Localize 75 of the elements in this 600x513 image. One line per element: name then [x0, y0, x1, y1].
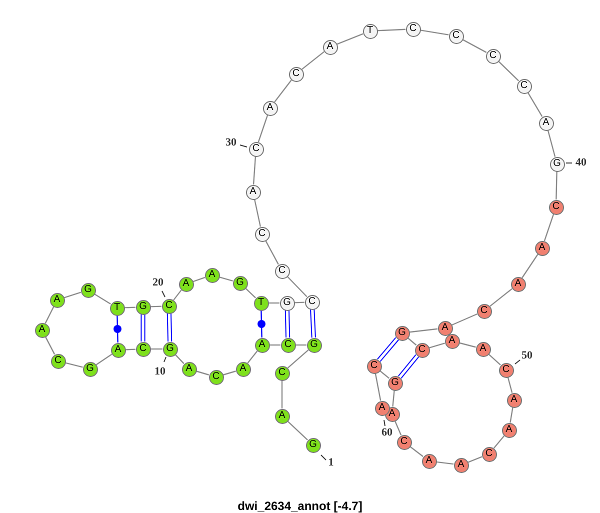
- backbone-line: [287, 349, 309, 369]
- backbone-line: [296, 344, 306, 346]
- backbone-line: [247, 350, 258, 364]
- backbone-line: [556, 171, 558, 200]
- backbone-line: [150, 348, 162, 350]
- backbone-line: [44, 336, 56, 355]
- backbone-line: [302, 51, 324, 70]
- backbone-line: [258, 114, 268, 142]
- backbone-line: [468, 456, 482, 463]
- backbone-line: [252, 156, 256, 185]
- backbone-line: [462, 39, 487, 53]
- base-pair-line: [258, 310, 266, 338]
- backbone-line: [173, 290, 182, 300]
- base-pair-line: [310, 308, 316, 338]
- backbone-line: [392, 390, 395, 407]
- backbone-line: [174, 354, 184, 364]
- backbone-line: [150, 306, 162, 308]
- position-number: 50: [522, 350, 532, 362]
- backbone-line: [452, 313, 478, 326]
- backbone-line: [459, 342, 476, 348]
- base-pair-line: [398, 354, 420, 379]
- base-pair-line: [284, 310, 290, 338]
- backbone-line: [219, 276, 233, 282]
- backbone-line: [410, 446, 424, 457]
- backbone-line: [96, 354, 112, 366]
- backbone-line: [94, 293, 111, 305]
- backbone-line: [286, 276, 308, 298]
- position-number: 30: [226, 138, 236, 148]
- backbone-line: [377, 28, 406, 32]
- backbone-line: [407, 337, 417, 346]
- backbone-line: [547, 130, 556, 157]
- position-number: 20: [152, 278, 164, 288]
- position-number: 60: [382, 428, 392, 438]
- position-number: 40: [576, 158, 586, 168]
- backbone-line: [124, 306, 136, 308]
- position-number: 1: [328, 458, 334, 468]
- backbone-line: [488, 354, 501, 366]
- backbone-line: [64, 292, 82, 298]
- backbone-line: [281, 380, 283, 408]
- backbone-line: [196, 370, 209, 376]
- backbone-line: [493, 435, 505, 449]
- backbone-line: [507, 377, 513, 393]
- backbone-line: [379, 370, 390, 379]
- base-pair-line: [166, 312, 172, 342]
- backbone-line: [394, 420, 402, 436]
- diagram-title: dwi_2634_annot [-4.7]: [238, 498, 362, 513]
- backbone-line: [294, 302, 305, 304]
- backbone-line: [125, 348, 136, 350]
- base-pair-line: [140, 314, 146, 342]
- backbone-line: [287, 420, 308, 440]
- backbone-line: [527, 92, 543, 117]
- backbone-line: [254, 199, 262, 227]
- backbone-line: [409, 328, 438, 333]
- backbone-line: [429, 342, 445, 348]
- backbone-line: [522, 254, 538, 278]
- backbone-line: [65, 362, 83, 368]
- backbone-line: [498, 60, 520, 82]
- backbone-line: [374, 373, 382, 401]
- backbone-line: [270, 344, 280, 346]
- backbone-line: [268, 302, 280, 304]
- base-pair-line: [114, 315, 122, 343]
- backbone-line: [44, 306, 54, 324]
- backbone-line: [544, 214, 554, 242]
- backbone-line: [265, 240, 279, 265]
- backbone-line: [336, 33, 364, 45]
- backbone-line: [223, 370, 236, 376]
- position-number: 10: [154, 366, 166, 378]
- backbone-line: [245, 288, 256, 298]
- base-pair-line: [376, 337, 400, 362]
- backbone-line: [420, 30, 449, 36]
- backbone-line: [192, 276, 206, 282]
- backbone-line: [490, 288, 512, 307]
- backbone-line: [436, 461, 454, 465]
- backbone-line: [510, 407, 514, 423]
- backbone-line: [274, 80, 292, 102]
